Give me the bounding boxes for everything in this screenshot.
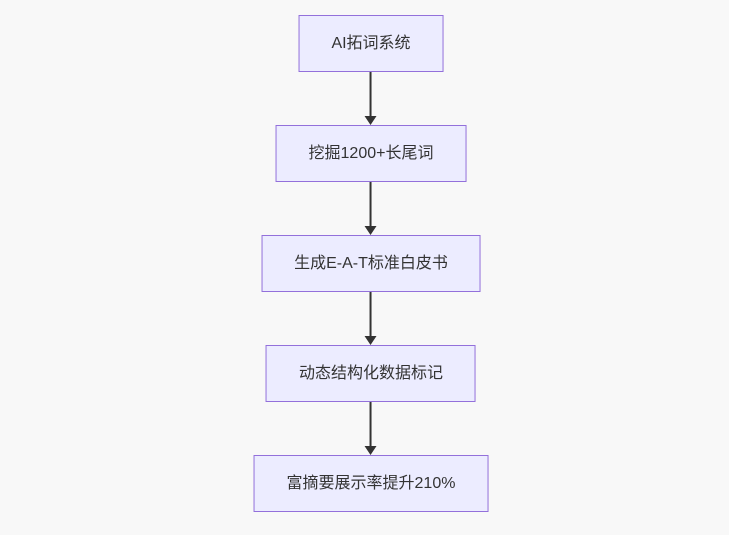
node-label: 生成E-A-T标准白皮书 — [294, 255, 448, 272]
node-label: 富摘要展示率提升210% — [286, 475, 456, 492]
node-label: AI拓词系统 — [331, 35, 411, 52]
node-label: 动态结构化数据标记 — [298, 365, 443, 382]
flowchart-node-structured-data-markup: 动态结构化数据标记 — [265, 345, 476, 402]
flowchart-node-ai-word-expansion: AI拓词系统 — [298, 15, 444, 72]
flowchart-node-rich-snippet-rate: 富摘要展示率提升210% — [253, 455, 489, 512]
arrow-down-icon — [365, 226, 377, 235]
flow-arrow-4 — [365, 402, 377, 455]
arrow-line — [370, 72, 372, 117]
arrow-down-icon — [365, 446, 377, 455]
flowchart: AI拓词系统 挖掘1200+长尾词 生成E-A-T标准白皮书 动态结构化数据标记… — [253, 15, 489, 512]
node-label: 挖掘1200+长尾词 — [308, 145, 434, 162]
arrow-down-icon — [365, 336, 377, 345]
arrow-line — [370, 402, 372, 447]
flowchart-node-eat-whitepaper: 生成E-A-T标准白皮书 — [261, 235, 481, 292]
flow-arrow-3 — [365, 292, 377, 345]
flow-arrow-1 — [365, 72, 377, 125]
arrow-line — [370, 182, 372, 227]
arrow-line — [370, 292, 372, 337]
flowchart-node-longtail-keywords: 挖掘1200+长尾词 — [275, 125, 467, 182]
arrow-down-icon — [365, 116, 377, 125]
flow-arrow-2 — [365, 182, 377, 235]
